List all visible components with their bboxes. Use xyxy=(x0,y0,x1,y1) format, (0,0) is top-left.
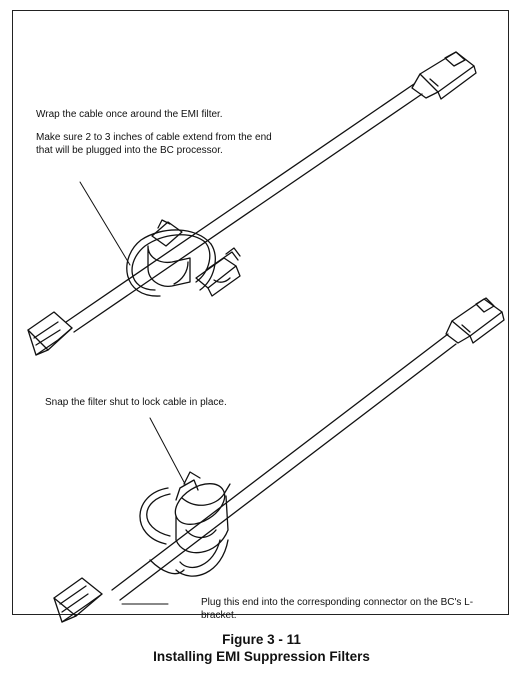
figure-number: Figure 3 - 11 xyxy=(222,632,301,647)
note-plug-end: Plug this end into the corresponding con… xyxy=(201,597,474,621)
bottom-left-plug xyxy=(53,577,103,623)
figure-caption: Figure 3 - 11 Installing EMI Suppression… xyxy=(0,631,523,665)
top-cable-strand-b xyxy=(73,93,423,333)
bottom-cable-assembly xyxy=(53,297,505,623)
top-cable-strand-a xyxy=(65,83,415,323)
bottom-cable-strand-a xyxy=(111,333,449,591)
top-right-plug xyxy=(411,51,477,100)
top-cable-loop xyxy=(126,229,216,297)
figure-title: Installing EMI Suppression Filters xyxy=(153,649,370,664)
note-snap-filter: Snap the filter shut to lock cable in pl… xyxy=(45,397,227,408)
figure-frame xyxy=(12,10,509,615)
bottom-cable-loop xyxy=(139,487,229,577)
top-emi-filter xyxy=(147,219,241,297)
bottom-cable-strand-b xyxy=(119,343,457,601)
top-left-plug xyxy=(27,311,73,356)
note-cable-extend: Make sure 2 to 3 inches of cable extend … xyxy=(36,132,272,156)
bottom-right-plug xyxy=(445,297,505,344)
bottom-emi-filter xyxy=(174,471,231,554)
note-wrap-cable: Wrap the cable once around the EMI filte… xyxy=(36,109,223,120)
top-cable-assembly xyxy=(27,51,477,356)
